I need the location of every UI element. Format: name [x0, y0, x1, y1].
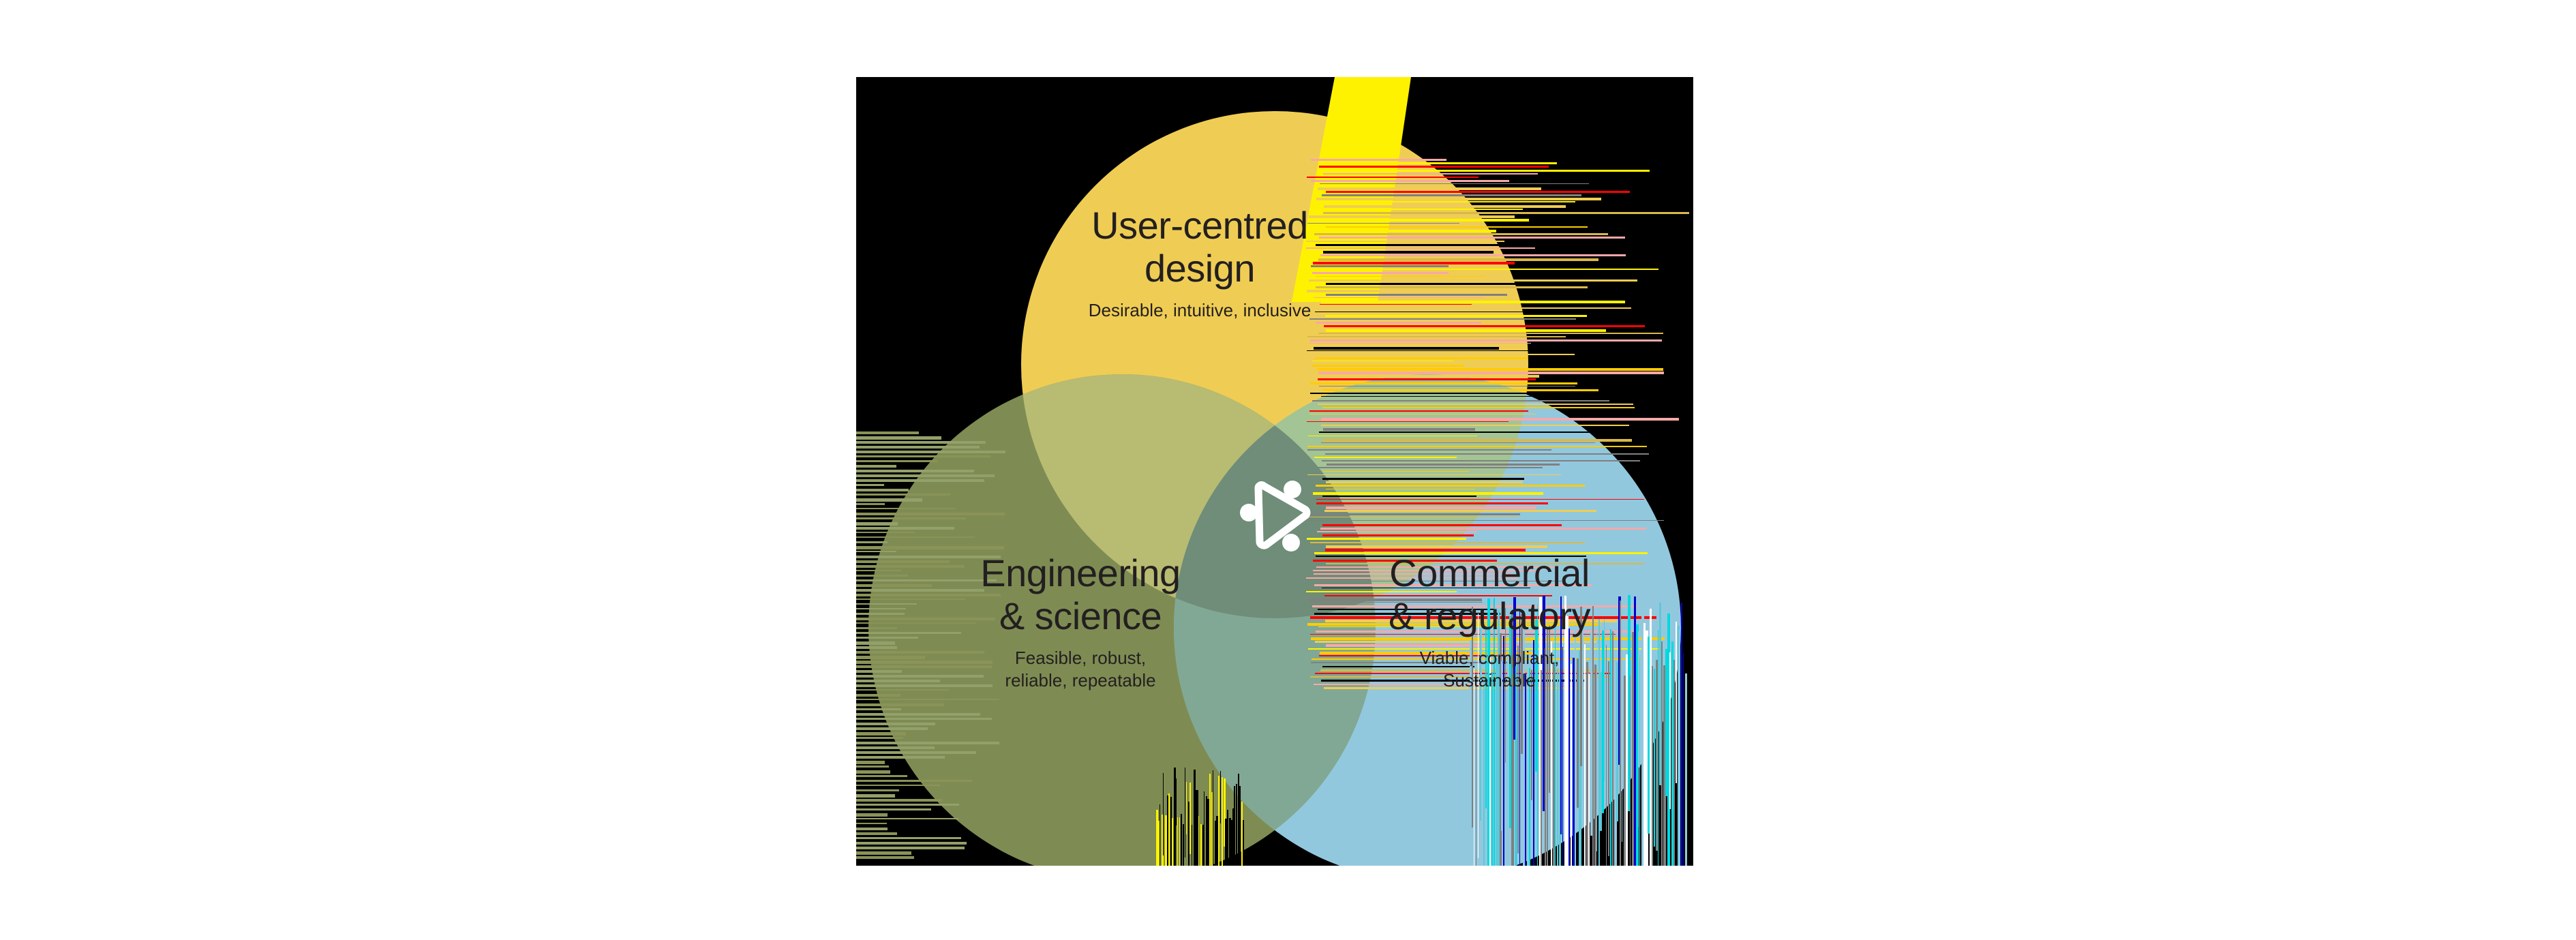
venn-svg — [856, 77, 1693, 866]
venn-diagram — [856, 77, 1693, 866]
logo-svg — [1239, 476, 1318, 555]
logo-dot-bottom — [1282, 534, 1300, 551]
logo-dot-top — [1284, 481, 1301, 498]
logo-dot-left — [1240, 504, 1258, 521]
triangle-play-dots-logo-icon — [1239, 476, 1318, 555]
